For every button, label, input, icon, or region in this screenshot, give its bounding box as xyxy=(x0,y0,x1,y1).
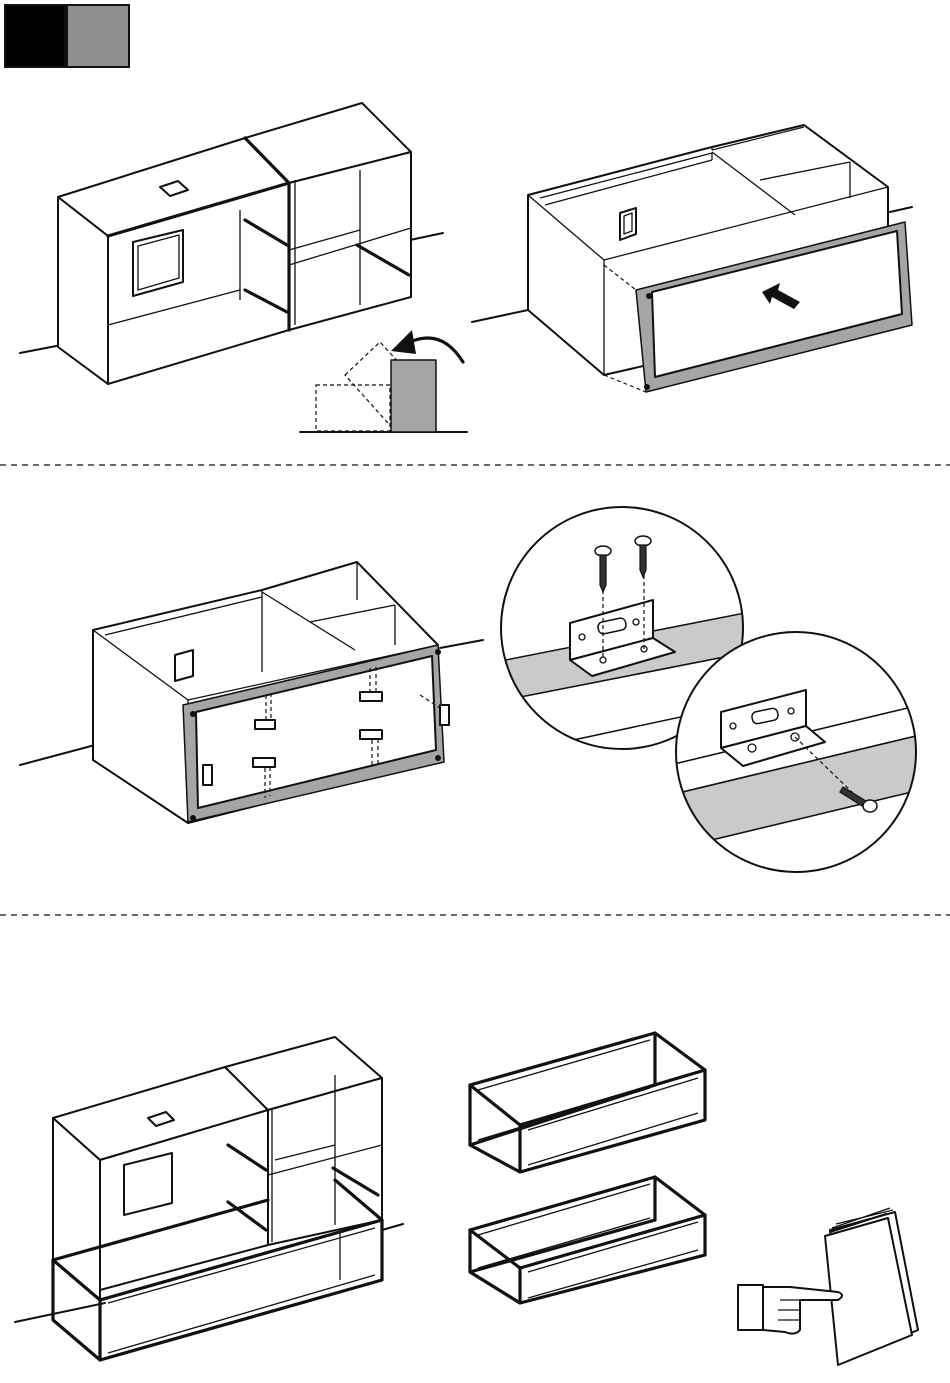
step-mount-on-frame xyxy=(15,1033,918,1365)
metal-base-frame xyxy=(470,1033,705,1172)
swatch-grey xyxy=(67,5,129,67)
cabinet-on-base xyxy=(53,1037,382,1360)
swatch-black xyxy=(5,5,65,67)
cabinet-isometric xyxy=(58,103,411,384)
rotation-diagram xyxy=(300,330,467,432)
color-swatches xyxy=(5,5,129,67)
floor-line xyxy=(472,310,528,322)
manual-booklet-icon xyxy=(825,1208,918,1365)
metal-base-frame xyxy=(470,1177,705,1303)
rotated-panel xyxy=(391,360,436,432)
step-insert-frame xyxy=(472,125,912,392)
front-cutout xyxy=(124,1153,172,1215)
step-fix-brackets xyxy=(20,507,920,872)
floor-line xyxy=(20,745,95,765)
floor-line xyxy=(15,1303,105,1322)
front-cutout xyxy=(620,208,636,240)
cabinet-with-frame xyxy=(93,562,444,823)
front-cutout xyxy=(175,650,193,681)
hand-pointing-icon xyxy=(738,1285,842,1334)
step-flip-cabinet xyxy=(20,103,467,432)
